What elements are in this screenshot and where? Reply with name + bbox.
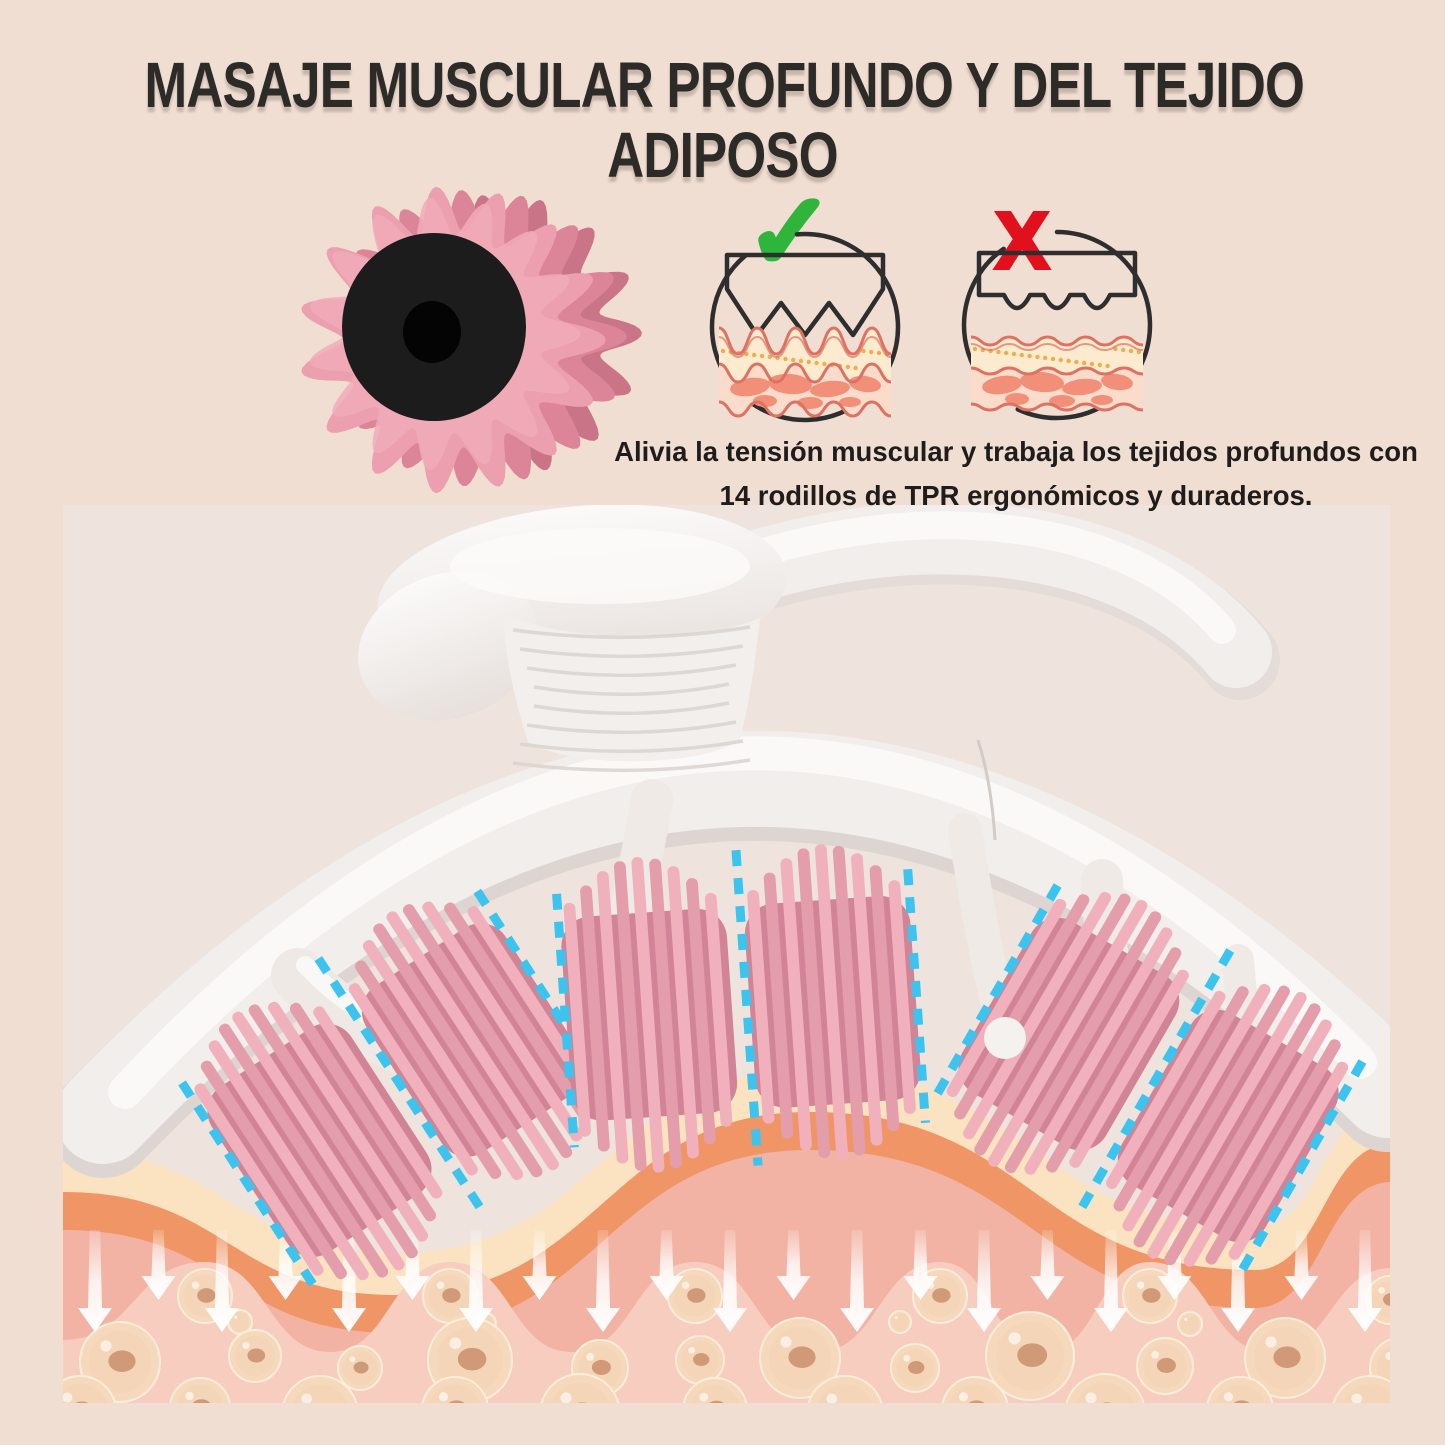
roller-wheels bbox=[178, 844, 1367, 1292]
title-line-2: ADIPOSO bbox=[607, 119, 838, 191]
description-line-1: Alivia la tensión muscular y trabaja los… bbox=[614, 436, 1418, 467]
skin-layers-illustration bbox=[63, 1070, 1390, 1403]
correct-usage-diagram: ✓ bbox=[709, 168, 901, 423]
description-line-2: 14 rodillos de TPR ergonómicos y durader… bbox=[719, 480, 1313, 511]
title-line-1: MASAJE MUSCULAR PROFUNDO Y DEL TEJIDO bbox=[144, 49, 1305, 121]
massage-ball-photo bbox=[301, 186, 642, 494]
x-icon: X bbox=[995, 196, 1048, 285]
check-icon: ✓ bbox=[746, 171, 834, 293]
roller-axle-knob bbox=[984, 1017, 1026, 1059]
incorrect-usage-diagram: X bbox=[961, 194, 1153, 421]
page-title: MASAJE MUSCULAR PROFUNDO Y DEL TEJIDO AD… bbox=[0, 50, 1445, 190]
product-description: Alivia la tensión muscular y trabaja los… bbox=[566, 430, 1445, 518]
